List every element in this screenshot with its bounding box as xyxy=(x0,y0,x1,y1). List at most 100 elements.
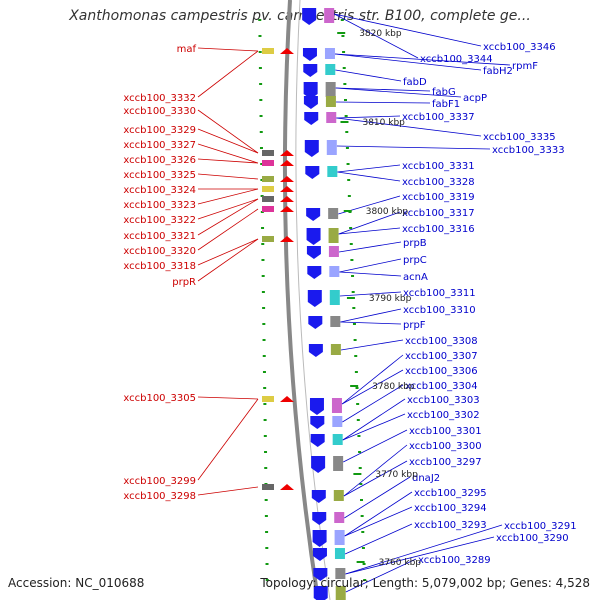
reverse-gene xyxy=(303,96,318,109)
right-connector xyxy=(335,87,431,92)
reverse-gene xyxy=(310,434,325,447)
right-connector xyxy=(340,321,402,325)
reverse-gene xyxy=(313,586,328,600)
left-connector xyxy=(197,158,259,164)
left-gene-label: xccb100_3326 xyxy=(123,155,196,166)
gene-block xyxy=(335,586,346,600)
right-gene-label: xccb100_3328 xyxy=(402,177,475,188)
reverse-gene xyxy=(309,398,324,415)
gene-block xyxy=(334,530,345,545)
right-gene-label: xccb100_3302 xyxy=(407,410,480,421)
gene-block xyxy=(324,48,335,59)
right-gene-label: xccb100_3311 xyxy=(403,288,476,299)
gene-block xyxy=(333,456,344,471)
reverse-gene xyxy=(310,416,325,429)
forward-gene xyxy=(280,186,294,192)
left-gene-label: xccb100_3320 xyxy=(123,246,196,257)
scale-label: 3820 kbp xyxy=(359,29,402,39)
scale-ticks xyxy=(258,19,367,581)
reverse-gene xyxy=(303,82,318,99)
gene-block xyxy=(330,344,341,355)
scale-label: 3760 kbp xyxy=(379,558,422,568)
reverse-gene xyxy=(304,140,319,157)
right-connector xyxy=(339,258,402,273)
reverse-gene xyxy=(313,568,328,581)
gene-block xyxy=(262,160,274,166)
reverse-gene xyxy=(302,48,317,61)
right-gene-label: xccb100_3346 xyxy=(483,42,556,53)
left-connector xyxy=(197,50,259,98)
left-connector xyxy=(197,208,259,251)
left-connector xyxy=(197,173,259,180)
left-connector xyxy=(197,198,259,220)
right-connector xyxy=(342,398,406,441)
right-gene-label: xccb100_3335 xyxy=(483,132,556,143)
right-gene-label: xccb100_3310 xyxy=(403,305,476,316)
right-connector xyxy=(344,491,413,537)
gene-block xyxy=(328,246,339,257)
reverse-gene xyxy=(306,208,321,221)
right-connector xyxy=(345,536,495,575)
left-gene-label: prpR xyxy=(172,277,196,288)
right-connector xyxy=(336,101,431,104)
gene-block xyxy=(326,140,337,155)
gene-block xyxy=(327,166,338,177)
forward-gene xyxy=(280,196,294,202)
right-gene-label: xccb100_3301 xyxy=(409,426,482,437)
right-gene-label: xccb100_3303 xyxy=(407,395,480,406)
right-connector xyxy=(342,413,406,441)
accession-text: Accession: NC_010688 xyxy=(8,576,145,590)
right-gene-label: acnA xyxy=(403,272,428,283)
right-connector xyxy=(343,444,408,497)
left-connector xyxy=(197,238,259,266)
left-gene-label: xccb100_3330 xyxy=(123,106,196,117)
genome-summary-text: Topology: circular; Length: 5,079,002 bp… xyxy=(260,576,590,590)
right-gene-label: xccb100_3308 xyxy=(405,336,478,347)
left-connector xyxy=(197,486,259,496)
right-connector xyxy=(338,211,401,235)
gene-block xyxy=(325,64,336,75)
gene-block xyxy=(328,208,339,219)
gene-block xyxy=(325,96,336,107)
right-gene-label: prpC xyxy=(403,255,427,266)
reverse-gene xyxy=(306,246,321,259)
left-gene-label: xccb100_3298 xyxy=(123,491,196,502)
gene-block xyxy=(262,206,274,212)
right-connector xyxy=(340,308,402,323)
right-connector xyxy=(334,13,482,47)
reverse-gene xyxy=(308,316,323,329)
left-gene-label: xccb100_3329 xyxy=(123,125,196,136)
reverse-gene xyxy=(311,456,326,473)
right-gene-label: xccb100_3331 xyxy=(402,161,475,172)
scale-label: 3800 kbp xyxy=(366,207,409,217)
right-connector xyxy=(335,87,462,98)
right-gene-label: dnaJ2 xyxy=(412,473,440,484)
left-connector xyxy=(197,396,259,400)
gene-block xyxy=(334,512,345,523)
forward-gene xyxy=(280,484,294,490)
forward-gene xyxy=(280,206,294,212)
gene-block xyxy=(262,236,274,242)
right-connector xyxy=(337,171,401,182)
right-connector xyxy=(343,460,408,497)
left-gene-label: xccb100_3332 xyxy=(123,93,196,104)
right-gene-label: fabH2 xyxy=(483,66,513,77)
reverse-gene xyxy=(307,266,322,279)
right-connector xyxy=(336,117,482,137)
right-connector xyxy=(336,145,491,150)
right-connector xyxy=(335,53,511,66)
right-connector xyxy=(334,13,419,59)
right-connector xyxy=(338,227,401,235)
right-gene-label: xccb100_3289 xyxy=(418,555,491,566)
left-gene-label: xccb100_3318 xyxy=(123,261,196,272)
left-connector xyxy=(197,47,259,52)
right-gene-label: xccb100_3291 xyxy=(504,521,577,532)
gene-block xyxy=(262,196,274,202)
left-connector xyxy=(197,238,259,282)
left-gene-label: maf xyxy=(177,44,197,55)
left-gene-label: xccb100_3327 xyxy=(123,140,196,151)
right-gene-label: xccb100_3337 xyxy=(402,112,475,123)
right-connector xyxy=(341,354,404,405)
